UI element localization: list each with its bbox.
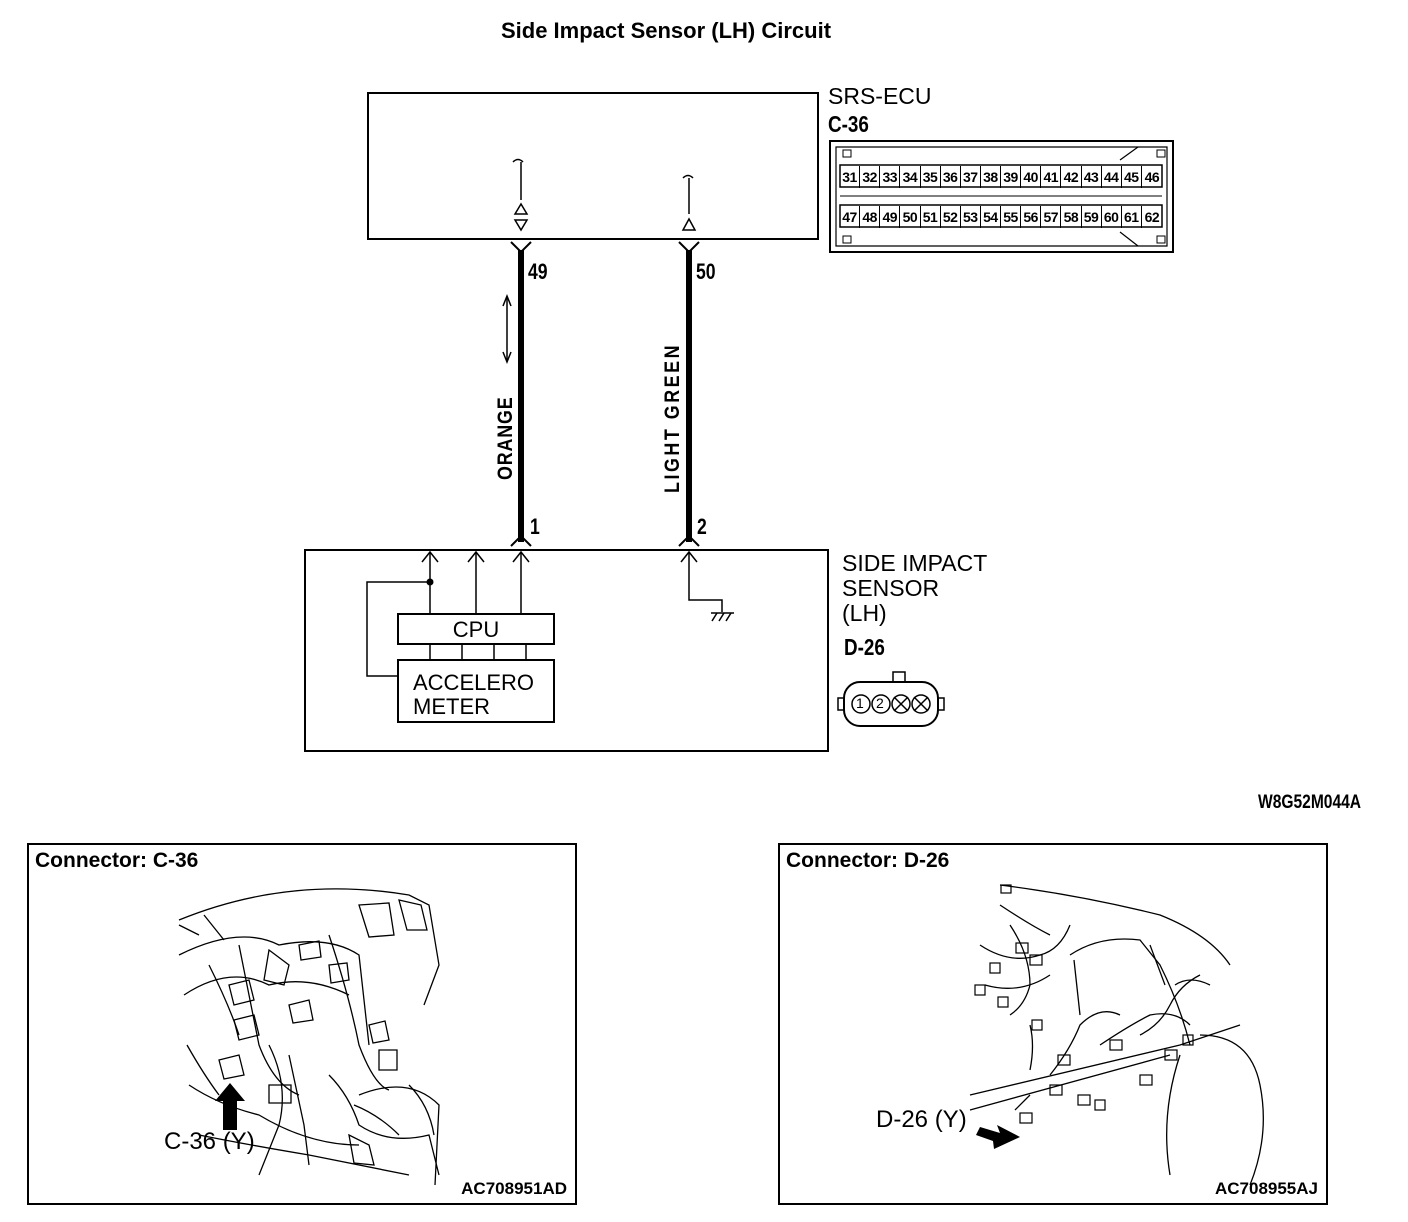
c36-pin-cell: 34: [900, 166, 921, 188]
vehicle-side-harness-illustration: [969, 884, 1264, 1186]
ecu-name: SRS-ECU: [828, 83, 932, 109]
diagram-title: Side Impact Sensor (LH) Circuit: [500, 18, 832, 43]
c36-pin-cell: 42: [1061, 166, 1082, 188]
c36-pin-cell: 38: [981, 166, 1001, 188]
c36-pin-cell: 44: [1102, 166, 1122, 188]
ecu-box: [367, 92, 819, 240]
panel-title-d26: Connector: D-26: [786, 849, 950, 872]
c36-pin-cell: 51: [921, 206, 941, 228]
circuit-diagram: [304, 92, 1174, 752]
connector-d26-panel: Connector: D-26 D-26 (Y) AC708955AJ: [778, 843, 1328, 1205]
accelerometer-label-line2: METER: [413, 694, 490, 719]
c36-pin-cell: 61: [1122, 206, 1142, 228]
wire-color-light-green: LIGHT GREEN: [661, 342, 684, 493]
c36-pin-cell: 54: [981, 206, 1001, 228]
panel-code-d26: AC708955AJ: [1214, 1179, 1318, 1198]
c36-pin-cell: 48: [860, 206, 881, 228]
panel-code-c36: AC708951AD: [461, 1179, 567, 1198]
c36-pin-cell: 60: [1102, 206, 1122, 228]
c36-pin-cell: 50: [900, 206, 921, 228]
bidirectional-arrow-icon: [502, 293, 512, 365]
figure-code: W8G52M044A: [1258, 792, 1362, 813]
sensor-pin-2: 2: [697, 514, 707, 539]
accelerometer-label-line1: ACCELERO: [413, 670, 535, 695]
c36-pin-cell: 43: [1082, 166, 1102, 188]
c36-pin-cell: 55: [1001, 206, 1022, 228]
sensor-name-line1: SIDE IMPACT: [842, 550, 988, 576]
wire-color-orange: ORANGE: [494, 396, 517, 480]
c36-pin-cell: 40: [1021, 166, 1042, 188]
sensor-name-line2: SENSOR: [842, 575, 940, 601]
sensor-pin-1: 1: [530, 514, 540, 539]
callout-arrow-icon: [976, 1125, 1020, 1149]
c36-pin-cell: 46: [1144, 169, 1160, 185]
c36-pin-cell: 52: [941, 206, 961, 228]
c36-pin-cell: 33: [880, 166, 901, 188]
c36-pin-cell: 39: [1001, 166, 1022, 188]
c36-pin-cell: 58: [1061, 206, 1082, 228]
c36-pin-cell: 45: [1122, 166, 1142, 188]
c36-pin-cell: 59: [1082, 206, 1102, 228]
ecu-pin-49: 49: [528, 259, 548, 284]
sensor-connector-id: D-26: [844, 634, 885, 660]
c36-pin-cell: 47: [840, 206, 861, 228]
c36-pin-cell: 49: [880, 206, 901, 228]
d26-connector-face-icon: [837, 671, 945, 727]
c36-pin-cell: 57: [1041, 206, 1062, 228]
sensor-name-line3: (LH): [842, 600, 887, 626]
c36-pin-cell: 41: [1041, 166, 1062, 188]
callout-c36: C-36 (Y): [164, 1128, 255, 1155]
ecu-pin-50: 50: [696, 259, 716, 284]
cpu-label: CPU: [452, 617, 500, 642]
connector-c36-panel: Connector: C-36 C-36 (Y) AC708951AD: [27, 843, 577, 1205]
ecu-signal-left: [512, 158, 524, 200]
callout-arrow-icon: [215, 1083, 245, 1130]
sensor-box: [304, 549, 829, 752]
c36-pin-cell: 31: [840, 166, 861, 188]
c36-pin-cell: 53: [961, 206, 981, 228]
ground-icon: [711, 612, 734, 622]
c36-pin-cell: 32: [860, 166, 881, 188]
accelerometer-box: [397, 659, 555, 723]
callout-d26: D-26 (Y): [876, 1106, 967, 1133]
d26-pin-2: 2: [876, 695, 884, 711]
c36-connector-face-icon: [829, 140, 1174, 253]
ecu-signal-right: [682, 174, 694, 214]
c36-pin-cell: 37: [961, 166, 981, 188]
panel-title-c36: Connector: C-36: [35, 849, 199, 872]
c36-pin-cell: 36: [941, 166, 961, 188]
c36-pin-cell: 56: [1021, 206, 1042, 228]
c36-pin-cell: 62: [1144, 209, 1160, 225]
dashboard-harness-illustration: [178, 888, 440, 1186]
d26-pin-1: 1: [856, 695, 864, 711]
ecu-connector-id: C-36: [828, 111, 869, 137]
c36-pin-cell: 35: [921, 166, 941, 188]
